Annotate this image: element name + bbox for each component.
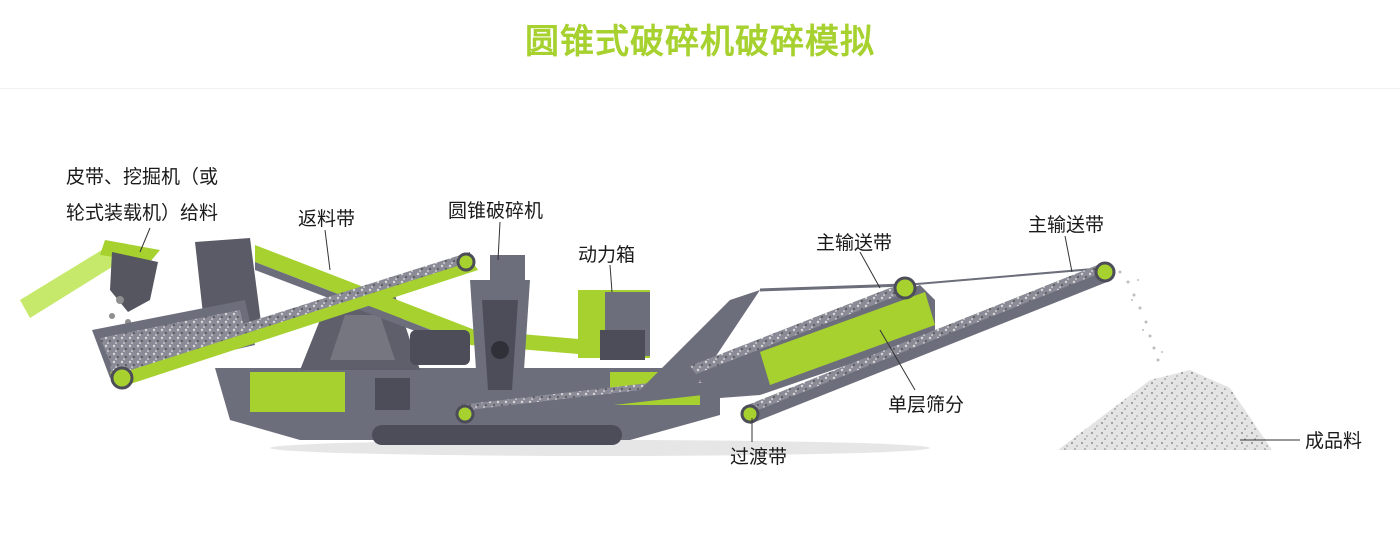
label-cone-crusher: 圆锥破碎机 xyxy=(448,200,544,222)
page-title: 圆锥式破碎机破碎模拟 xyxy=(525,22,875,62)
label-feed-line2: 轮式装载机）给料 xyxy=(66,202,219,224)
crawler-track xyxy=(372,425,622,445)
main-product-conveyor xyxy=(740,261,1116,424)
vibrating-screen xyxy=(690,276,935,398)
leader-lines xyxy=(139,221,1300,442)
feed-hopper xyxy=(92,238,262,378)
cone-crusher xyxy=(410,255,530,400)
label-return-belt: 返料带 xyxy=(298,208,356,230)
label-main-belt-2: 主输送带 xyxy=(1028,214,1105,236)
power-box xyxy=(578,290,650,360)
discharge-stream xyxy=(1118,270,1163,362)
label-transfer-belt: 过渡带 xyxy=(730,446,788,468)
title-band: 圆锥式破碎机破碎模拟 xyxy=(0,0,1400,89)
excavator-arm xyxy=(20,240,160,318)
label-main-belt-1: 主输送带 xyxy=(816,232,893,254)
label-power-box: 动力箱 xyxy=(578,244,636,266)
label-single-screen: 单层筛分 xyxy=(888,394,965,416)
excavator-bucket xyxy=(110,252,158,312)
product-pile xyxy=(1058,370,1272,450)
feed-conveyor xyxy=(110,252,478,390)
label-product: 成品料 xyxy=(1305,430,1363,452)
label-feed-line1: 皮带、挖掘机（或 xyxy=(66,166,219,188)
